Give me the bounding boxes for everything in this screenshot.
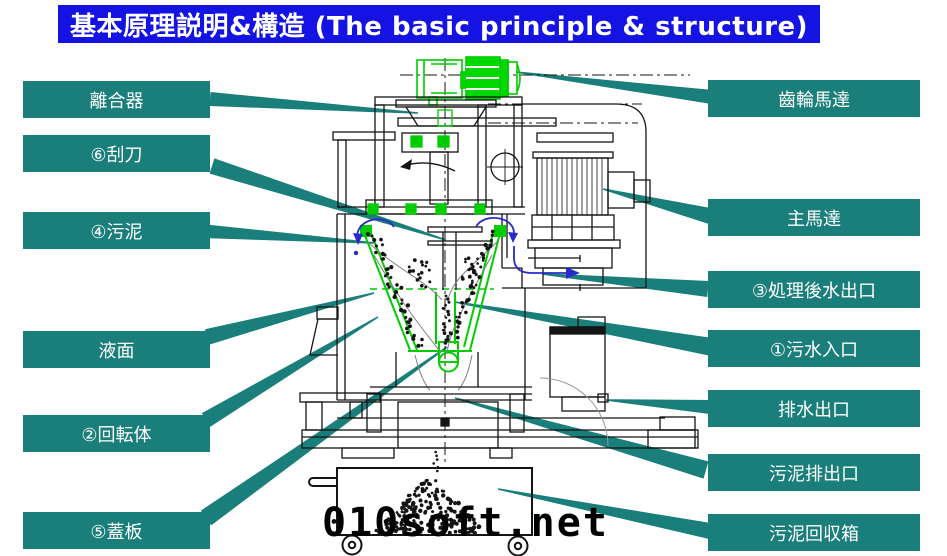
label-sludge-discharge-outlet: 污泥排出口 [708,454,920,491]
callout-line [209,92,419,114]
label-cover-plate-text: ⑤蓋板 [90,521,143,543]
label-treated-water-outlet: ③処理後水出口 [708,271,920,308]
label-wastewater-inlet-text: ①污水入口 [769,339,859,361]
label-cover-plate: ⑤蓋板 [23,512,210,549]
gear-motor-drawing [416,56,521,106]
callout-line [515,71,713,104]
callout-line [200,224,376,244]
callout-line [209,158,447,241]
callout-line [454,397,709,479]
callout-line [200,346,448,526]
callout-line [201,316,379,427]
label-clutch: 離合器 [23,81,210,118]
sludge-cart-drawing [308,467,533,556]
label-sludge-discharge-outlet-text: 污泥排出口 [769,463,859,485]
callout-line [602,188,712,224]
page-title-text: 基本原理説明&構造 (The basic principle & structu… [69,11,809,42]
clutch-drawing [395,99,557,205]
callout-line [204,292,375,345]
drain-tank-drawing [539,316,609,447]
label-gear-motor-text: 齒輪馬達 [778,89,850,111]
housing-drawing [299,199,581,431]
page-title: 基本原理説明&構造 (The basic principle & structu… [58,5,820,43]
label-sludge: ④污泥 [23,212,210,249]
label-wastewater-inlet: ①污水入口 [708,330,920,367]
sludge-dots [366,229,495,536]
callout-line [605,399,711,414]
label-sludge-text: ④污泥 [90,221,143,243]
flow-arrows [353,217,580,279]
machine-drawing [299,56,699,556]
label-clutch-text: 離合器 [89,90,144,112]
label-sludge-collection-box: 污泥回収箱 [708,514,920,551]
callout-line [497,488,712,539]
label-main-motor: 主馬達 [708,199,920,236]
label-treated-water-outlet-text: ③処理後水出口 [751,280,877,302]
callout-connectors [200,71,714,539]
label-liquid-level-text: 液面 [98,340,135,362]
label-drain-outlet-text: 排水出口 [778,399,850,421]
label-main-motor-text: 主馬達 [787,208,841,230]
label-rotor: ②回転体 [23,415,210,452]
label-rotor-text: ②回転体 [81,424,152,446]
base-frame-drawing [301,386,699,459]
watermark-text: 010soft.net [322,500,609,546]
label-scraper: ⑥刮刀 [23,135,210,172]
label-scraper-text: ⑥刮刀 [90,144,143,166]
label-sludge-collection-box-text: 污泥回収箱 [769,523,859,545]
label-gear-motor: 齒輪馬達 [708,80,920,117]
label-liquid-level: 液面 [23,331,210,368]
callout-line [541,273,709,297]
label-drain-outlet: 排水出口 [708,390,920,427]
